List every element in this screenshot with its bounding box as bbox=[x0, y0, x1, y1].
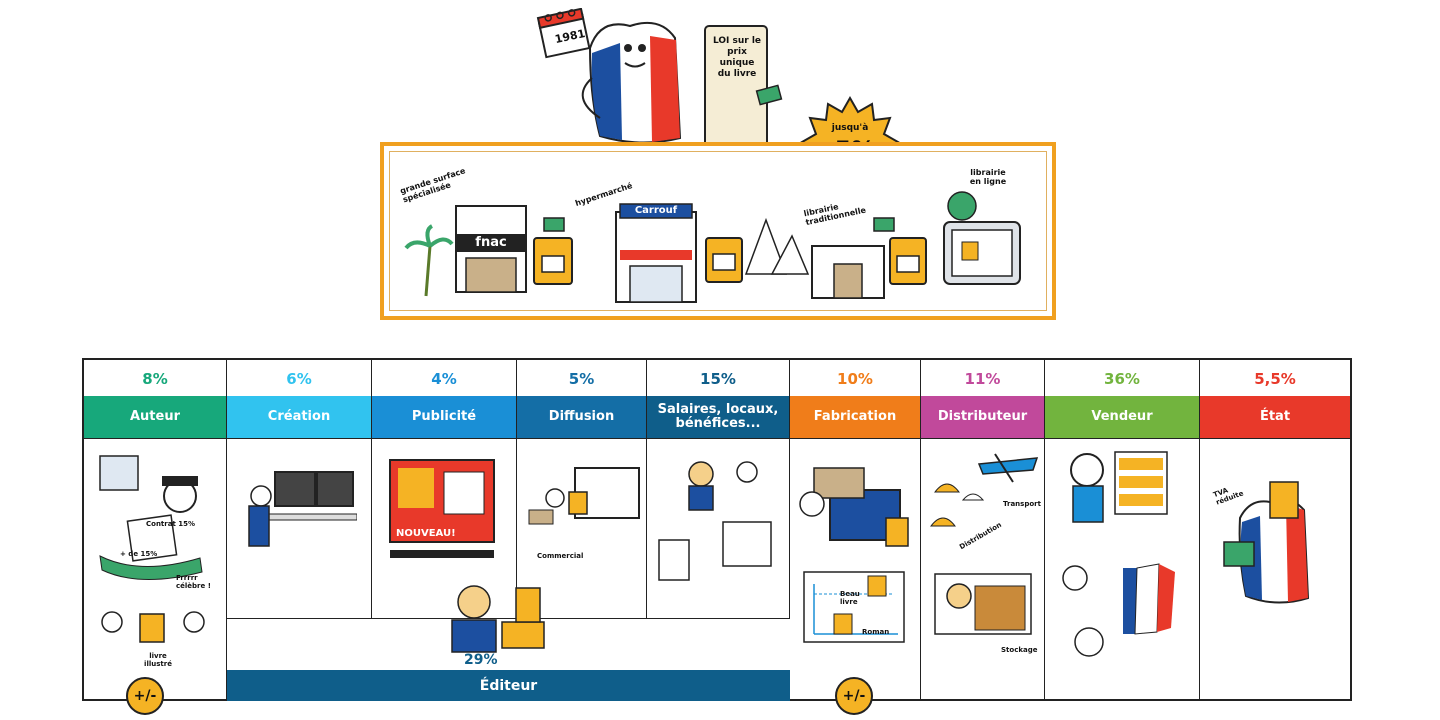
column-salaires: 15% Salaires, locaux, bénéfices... bbox=[647, 360, 790, 699]
column-vendeur: 36% Vendeur bbox=[1045, 360, 1200, 699]
pct-creation: 6% bbox=[286, 370, 312, 388]
pct-vendeur: 36% bbox=[1104, 370, 1140, 388]
column-etat: 5,5% État TVA réduite bbox=[1200, 360, 1350, 699]
column-creation: 6% Création bbox=[227, 360, 372, 699]
note-roman: Roman bbox=[862, 628, 890, 636]
pct-etat: 5,5% bbox=[1254, 370, 1296, 388]
column-distributeur: 11% Distributeur Transport Distribution … bbox=[921, 360, 1045, 699]
note-contrat: Contrat 15% bbox=[146, 520, 195, 528]
pct-salaires: 15% bbox=[700, 370, 736, 388]
cat-auteur: Auteur bbox=[84, 396, 226, 438]
shops-panel-inner bbox=[389, 151, 1047, 311]
plus-minus-badge-fabrication: +/- bbox=[835, 677, 873, 715]
etat-illustration bbox=[1223, 481, 1310, 604]
note-commercial: Commercial bbox=[537, 552, 584, 560]
distributeur-illustration bbox=[929, 453, 1039, 635]
editor-bar: Éditeur bbox=[227, 670, 790, 701]
label-librairie-en-ligne: librairie en ligne bbox=[969, 168, 1007, 186]
note-stockage: Stockage bbox=[1001, 646, 1038, 654]
cat-fabrication: Fabrication bbox=[790, 396, 920, 438]
note-celebre: Frrrrr célèbre ! bbox=[176, 574, 211, 590]
pct-fabrication: 10% bbox=[837, 370, 873, 388]
cat-distributeur: Distributeur bbox=[921, 396, 1044, 438]
shops-illustration bbox=[404, 191, 1021, 303]
hero-illustration: 1981 LOI sur le prix unique du livre bbox=[530, 7, 830, 158]
diffusion-illustration bbox=[528, 467, 640, 525]
plus-minus-badge-auteur: +/- bbox=[126, 677, 164, 715]
pct-publicite: 4% bbox=[431, 370, 457, 388]
pub-poster-text: NOUVEAU! bbox=[396, 528, 456, 539]
cat-etat: État bbox=[1200, 396, 1350, 438]
vendeur-illustration bbox=[1062, 451, 1175, 657]
pct-distributeur: 11% bbox=[964, 370, 1001, 388]
fnac-sign: fnac bbox=[475, 235, 507, 250]
cat-vendeur: Vendeur bbox=[1045, 396, 1199, 438]
column-auteur: 8% Auteur Contrat 15% + de 15% Frrrrr cé… bbox=[84, 360, 227, 699]
burst-small-text: jusqu'à bbox=[831, 123, 869, 133]
note-livre-illustre: livre illustré bbox=[144, 652, 172, 668]
law-scroll-text: LOI sur le prix unique du livre bbox=[712, 36, 762, 79]
pct-auteur: 8% bbox=[142, 370, 168, 388]
cat-diffusion: Diffusion bbox=[517, 396, 646, 438]
salaires-illustration bbox=[658, 461, 772, 581]
editor-illustration bbox=[451, 585, 545, 653]
column-publicite: 4% Publicité NOUVEAU! bbox=[372, 360, 517, 699]
note-transport: Transport bbox=[1003, 500, 1041, 508]
note-beau-livre: Beau livre bbox=[840, 590, 860, 606]
editor-pct: 29% bbox=[464, 652, 498, 668]
header-divider bbox=[84, 438, 1350, 439]
publicite-illustration bbox=[389, 459, 495, 558]
note-plus-15: + de 15% bbox=[120, 550, 158, 558]
cat-salaires: Salaires, locaux, bénéfices... bbox=[647, 396, 789, 438]
fabrication-illustration bbox=[799, 467, 909, 643]
cat-creation: Création bbox=[227, 396, 371, 438]
carrefour-sign: Carrouf bbox=[634, 205, 678, 216]
cat-publicite: Publicité bbox=[372, 396, 516, 438]
france-character-icon bbox=[536, 7, 783, 155]
shops-panel: grande surface spécialisée hypermarché l… bbox=[380, 142, 1056, 320]
pct-diffusion: 5% bbox=[568, 370, 595, 388]
column-diffusion: 5% Diffusion Commercial bbox=[517, 360, 647, 699]
column-fabrication: 10% Fabrication Beau livre Roman bbox=[790, 360, 921, 699]
creation-illustration bbox=[248, 471, 357, 547]
price-breakdown-table: 8% Auteur Contrat 15% + de 15% Frrrrr cé… bbox=[82, 358, 1352, 701]
auteur-illustration bbox=[99, 455, 205, 643]
